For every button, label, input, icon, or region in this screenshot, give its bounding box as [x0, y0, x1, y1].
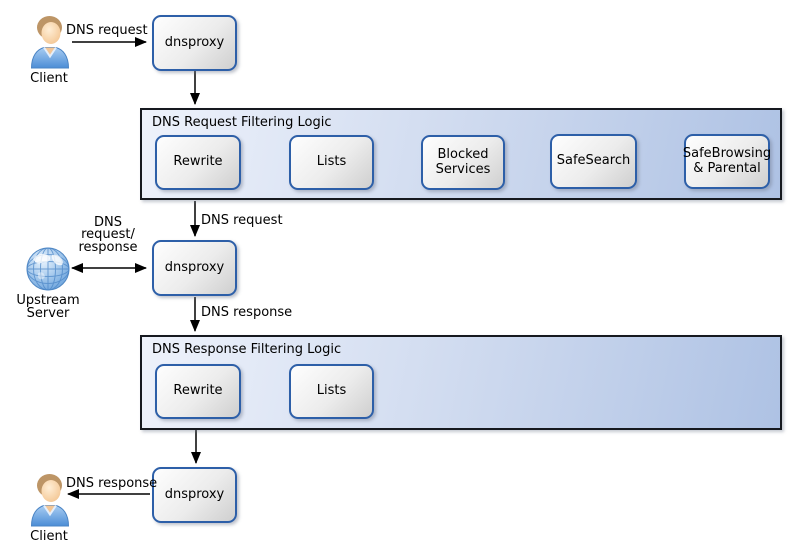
- dnsproxy-3-node: dnsproxy: [152, 467, 237, 523]
- request-filtering-title: DNS Request Filtering Logic: [152, 115, 332, 130]
- dns-response-mid-label: DNS response: [201, 305, 293, 320]
- client-top-label: Client: [30, 71, 68, 86]
- step-blocked-services: Blocked Services: [421, 135, 505, 190]
- step-safebrowsing-parental: SafeBrowsing & Parental: [683, 134, 771, 189]
- dns-request-response-label: DNS request/ response: [78, 215, 138, 255]
- dnsproxy-1-node: dnsproxy: [152, 15, 237, 71]
- upstream-server-label: Upstream Server: [16, 293, 80, 321]
- globe-icon: [26, 247, 70, 291]
- person-icon: [30, 16, 70, 69]
- dns-response-bottom-label: DNS response: [66, 476, 158, 491]
- step-safesearch: SafeSearch: [550, 134, 637, 189]
- dnsproxy-2-node: dnsproxy: [152, 240, 237, 296]
- client-top-node: [28, 14, 72, 69]
- upstream-server-node: [25, 246, 71, 292]
- step-rewrite: Rewrite: [155, 135, 241, 190]
- dns-request-top-label: DNS request: [66, 23, 148, 38]
- response-filtering-title: DNS Response Filtering Logic: [152, 342, 342, 357]
- step-rewrite-response: Rewrite: [155, 364, 241, 419]
- step-lists-response: Lists: [289, 364, 374, 419]
- request-filtering-container: DNS Request Filtering Logic Rewrite List…: [140, 108, 782, 200]
- dns-request-mid-label: DNS request: [201, 213, 283, 228]
- person-icon: [30, 474, 70, 527]
- client-bottom-node: [28, 472, 72, 527]
- response-filtering-container: DNS Response Filtering Logic Rewrite Lis…: [140, 335, 782, 430]
- step-lists: Lists: [289, 135, 374, 190]
- client-bottom-label: Client: [30, 529, 68, 544]
